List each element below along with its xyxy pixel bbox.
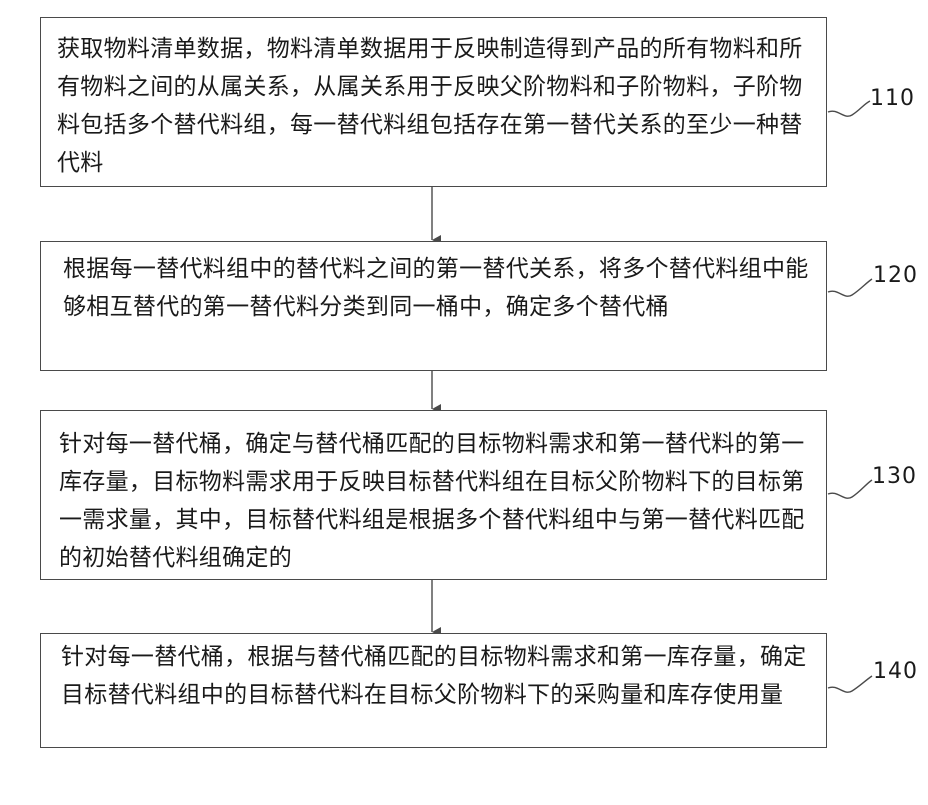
step-box-120: 根据每一替代料组中的替代料之间的第一替代关系，将多个替代料组中能够相互替代的第一… bbox=[40, 241, 827, 371]
step-box-140: 针对每一替代桶，根据与替代桶匹配的目标物料需求和第一库存量，确定目标替代料组中的… bbox=[40, 633, 827, 748]
step-label-110: 110 bbox=[870, 86, 915, 111]
leader-140 bbox=[828, 676, 872, 692]
step-text-140: 针对每一替代桶，根据与替代桶匹配的目标物料需求和第一库存量，确定目标替代料组中的… bbox=[61, 638, 812, 714]
leader-110 bbox=[828, 101, 870, 116]
step-text-110: 获取物料清单数据，物料清单数据用于反映制造得到产品的所有物料和所有物料之间的从属… bbox=[57, 30, 812, 182]
step-text-130: 针对每一替代桶，确定与替代桶匹配的目标物料需求和第一替代料的第一库存量，目标物料… bbox=[59, 425, 812, 577]
step-box-110: 获取物料清单数据，物料清单数据用于反映制造得到产品的所有物料和所有物料之间的从属… bbox=[40, 17, 827, 187]
step-label-140: 140 bbox=[873, 659, 918, 684]
step-text-120: 根据每一替代料组中的替代料之间的第一替代关系，将多个替代料组中能够相互替代的第一… bbox=[63, 250, 812, 326]
step-box-130: 针对每一替代桶，确定与替代桶匹配的目标物料需求和第一替代料的第一库存量，目标物料… bbox=[40, 410, 827, 580]
step-label-130: 130 bbox=[872, 464, 917, 489]
step-label-120: 120 bbox=[873, 263, 918, 288]
leader-120 bbox=[828, 279, 872, 296]
leader-130 bbox=[828, 480, 872, 498]
